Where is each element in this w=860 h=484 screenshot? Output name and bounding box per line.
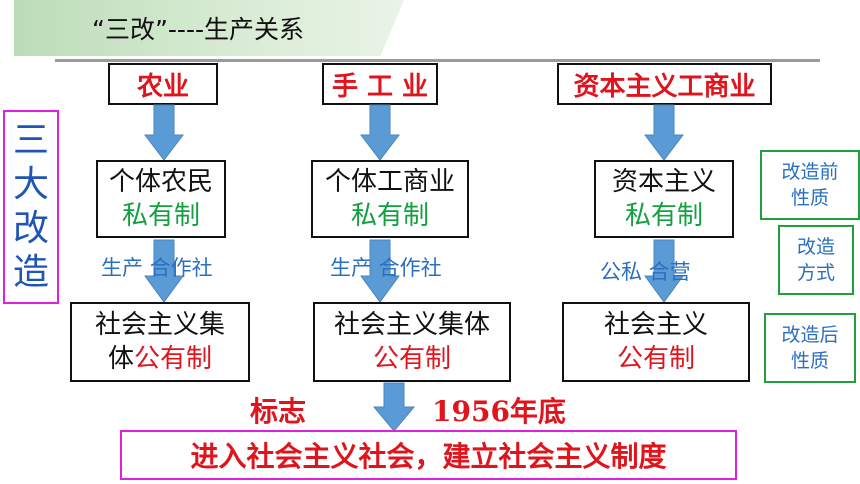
before-subject: 个体工商业 bbox=[324, 167, 455, 197]
side-char: 大 bbox=[12, 164, 49, 205]
before-ownership: 私有制 bbox=[121, 201, 200, 231]
legend-before-nature: 改造前 性质 bbox=[760, 150, 860, 220]
sector-box-handicraft: 手 工 业 bbox=[322, 63, 438, 105]
after-box-handicraft: 社会主义集体 公有制 bbox=[313, 302, 511, 382]
sector-label: 资本主义工商业 bbox=[573, 71, 756, 102]
before-box-capitalist: 资本主义 私有制 bbox=[594, 160, 734, 238]
side-label-three-transformations: 三 大 改 造 bbox=[3, 110, 59, 304]
legend-after-nature: 改造后 性质 bbox=[764, 313, 856, 383]
after-ownership: 公有制 bbox=[372, 344, 451, 374]
sector-label: 农业 bbox=[136, 71, 189, 102]
before-subject: 个体农民 bbox=[108, 167, 213, 197]
down-arrow bbox=[360, 239, 400, 303]
sector-box-capitalist-commerce: 资本主义工商业 bbox=[557, 63, 772, 105]
after-box-agriculture: 社会主义集 体公有制 bbox=[70, 302, 250, 382]
before-box-agriculture: 个体农民 私有制 bbox=[96, 160, 226, 238]
title-divider bbox=[55, 59, 820, 62]
legend-method: 改造 方式 bbox=[778, 225, 854, 295]
before-box-handicraft: 个体工商业 私有制 bbox=[311, 160, 469, 238]
before-ownership: 私有制 bbox=[624, 201, 703, 231]
method-label-capitalist: 公私 合营 bbox=[600, 260, 691, 284]
after-subject: 社会主义集 bbox=[94, 310, 225, 340]
after-subject: 社会主义集体 bbox=[333, 310, 490, 340]
down-arrow bbox=[143, 104, 185, 161]
before-subject: 资本主义 bbox=[611, 167, 716, 197]
down-arrow bbox=[644, 239, 684, 303]
after-subject: 社会主义 bbox=[603, 310, 708, 340]
side-char: 改 bbox=[12, 208, 49, 249]
title-banner bbox=[14, 0, 404, 56]
conclusion-box: 进入社会主义社会，建立社会主义制度 bbox=[120, 430, 737, 480]
method-label-agriculture: 生产 合作社 bbox=[101, 256, 213, 280]
down-arrow bbox=[359, 104, 401, 161]
legend-line: 方式 bbox=[796, 262, 835, 284]
after-ownership: 公有制 bbox=[134, 344, 213, 374]
side-char: 三 bbox=[12, 120, 49, 161]
legend-line: 改造前 bbox=[781, 161, 839, 183]
legend-line: 性质 bbox=[790, 187, 829, 209]
legend-line: 性质 bbox=[790, 350, 829, 372]
page-title: “三改”----生产关系 bbox=[92, 15, 304, 44]
after-subject-tail: 体 bbox=[107, 344, 134, 374]
milestone-label: 标志 bbox=[250, 395, 307, 428]
down-arrow bbox=[643, 104, 685, 161]
milestone-year: 1956年底 bbox=[432, 395, 566, 428]
method-label-handicraft: 生产 合作社 bbox=[330, 256, 442, 280]
down-arrow bbox=[144, 239, 184, 303]
conclusion-text: 进入社会主义社会，建立社会主义制度 bbox=[190, 440, 667, 473]
side-char: 造 bbox=[12, 252, 49, 293]
legend-line: 改造后 bbox=[781, 324, 839, 346]
sector-label: 手 工 业 bbox=[331, 71, 429, 102]
after-ownership: 公有制 bbox=[616, 344, 695, 374]
legend-line: 改造 bbox=[796, 236, 835, 258]
after-box-capitalist: 社会主义 公有制 bbox=[562, 302, 750, 382]
before-ownership: 私有制 bbox=[350, 201, 429, 231]
sector-box-agriculture: 农业 bbox=[108, 63, 218, 105]
down-arrow bbox=[372, 382, 416, 432]
